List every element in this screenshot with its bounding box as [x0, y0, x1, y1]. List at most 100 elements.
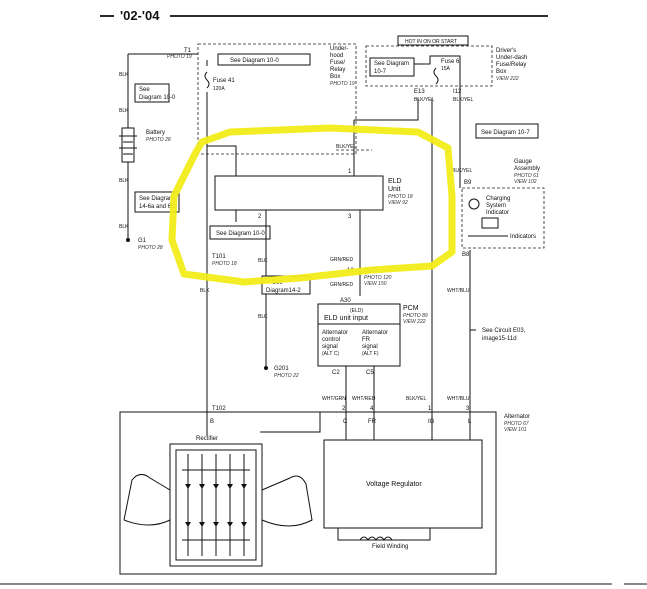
wire-blk-5: BLK [200, 288, 210, 294]
eld-name-2: Unit [388, 186, 401, 193]
battery-symbol [119, 127, 137, 163]
fuse6-symbol [433, 67, 439, 85]
svg-text:Fuse/: Fuse/ [330, 60, 345, 66]
alt-term-ig: IG [428, 419, 435, 425]
t1-label: T1 [184, 48, 192, 54]
hot-label-box [397, 35, 469, 46]
svg-text:PHOTO 61: PHOTO 61 [514, 173, 539, 179]
battery-photo: PHOTO 28 [146, 137, 171, 143]
wire-grnred-1: GRN/RED [330, 257, 353, 263]
stator-coil-left [123, 474, 171, 521]
wire-gauge-label: BLK/YEL [452, 168, 473, 174]
svg-text:Box: Box [330, 74, 340, 80]
voltage-regulator-label: Voltage Regulator [366, 481, 422, 488]
a30-pin: A30 [340, 298, 351, 304]
eld-unit [214, 175, 384, 211]
svg-text:VIEW 101: VIEW 101 [504, 427, 527, 433]
eld-pin-3: 3 [348, 214, 352, 220]
left-ref-line1: See [139, 87, 150, 93]
svg-text:Driver's: Driver's [496, 48, 516, 54]
batt-ref-line1: See Diagram [139, 196, 174, 202]
wire-e13 [354, 98, 419, 121]
svg-text:VIEW 222: VIEW 222 [496, 76, 519, 82]
g1-ground [126, 238, 130, 242]
svg-text:(ALT F): (ALT F) [362, 351, 379, 357]
t1-photo: PHOTO 19 [167, 54, 192, 60]
c203-view: VIEW 150 [364, 281, 387, 287]
fuse6-ref-line1: See Diagram [374, 61, 409, 67]
batt-ref-line2: 14-6a and 6b [139, 204, 175, 210]
circuit-ref-line2: image15-11d [482, 336, 517, 342]
svg-text:Alternator: Alternator [504, 414, 530, 420]
svg-text:Under-dash: Under-dash [496, 55, 527, 61]
see-diagram-10-7-right[interactable] [475, 123, 539, 139]
circuit-ref-line1: See Circuit E03, [482, 328, 526, 334]
e13-label: E13 [414, 89, 425, 95]
wire-whtgrn-label: WHT/GRN [322, 396, 346, 402]
eld-view: VIEW 92 [388, 200, 408, 206]
alt-term-b: B [210, 419, 214, 425]
alt-pin-2: 2 [342, 406, 346, 412]
eld-pin-1: 1 [348, 169, 352, 175]
battery-icon [481, 217, 499, 229]
pcm-view: VIEW 222 [403, 319, 426, 325]
eld-photo: PHOTO 18 [388, 194, 413, 200]
eld-name-1: ELD [388, 178, 402, 185]
wire-blkyel-eld: BLK/YEL [336, 144, 357, 150]
indicators-label: Indicators [510, 234, 536, 240]
svg-text:Indicator: Indicator [486, 210, 509, 216]
stator-coil-left-b [123, 519, 171, 526]
underhood-box-label: Under- hood Fuse/ Relay Box PHOTO 19 [330, 46, 355, 87]
eld-ref: See Diagram 10-0 [216, 231, 265, 237]
svg-text:control: control [322, 337, 340, 343]
svg-text:Charging: Charging [486, 196, 510, 202]
gauge-pin-b8: B8 [462, 252, 470, 258]
svg-text:(ALT C): (ALT C) [322, 351, 339, 357]
fuse6-ref-line2: 10-7 [374, 69, 387, 75]
field-winding-symbol [359, 536, 393, 541]
svg-text:Box: Box [496, 69, 506, 75]
rectifier-label: Rectifier [196, 436, 218, 442]
see-diagram-10-0-top[interactable] [217, 53, 311, 66]
g1-photo: PHOTO 28 [138, 245, 163, 251]
see-diagram-10-0-eld[interactable] [209, 225, 271, 240]
alt-pin-3: 3 [466, 406, 470, 412]
svg-text:VIEW 102: VIEW 102 [514, 179, 537, 185]
header-title: '02-'04 [120, 8, 160, 23]
hot-label: HOT IN ON OR START [405, 39, 457, 45]
wire-whtblu-1: WHT/BLU [447, 288, 470, 294]
svg-text:PHOTO 67: PHOTO 67 [504, 421, 529, 427]
fuse41-rating: 120A [213, 86, 225, 92]
pcm-box [317, 303, 401, 367]
gauge-assembly-label: Gauge Assembly PHOTO 61 VIEW 102 [514, 159, 540, 185]
drivers-fuse-box [365, 45, 493, 87]
fuse6-rating: 15A [441, 66, 451, 72]
alternator-label: Alternator PHOTO 67 VIEW 101 [504, 414, 530, 433]
pcm-pin-c5: C5 [366, 370, 374, 376]
pcm-alt-control: Alternator control signal (ALT C) [322, 330, 348, 357]
charging-indicator-label: Charging System Indicator [486, 196, 510, 216]
right-ref: See Diagram 10-7 [481, 130, 530, 136]
field-winding-label: Field Winding [372, 544, 408, 550]
see-diagram-10-0-left[interactable] [134, 83, 170, 103]
see-diagram-10-7-fuse6[interactable] [369, 57, 415, 77]
wire-i12-blkyel: BLK/YEL [453, 97, 474, 103]
see-diagram-14-6[interactable] [134, 191, 180, 213]
g201-name: G201 [274, 366, 289, 372]
alt-pin-4: 4 [370, 406, 374, 412]
rectifier-diodes [182, 454, 250, 556]
wire-blk-6: BLK [258, 258, 268, 264]
wire-grnred-2: GRN/RED [330, 282, 353, 288]
left-ref-line2: Diagram 10-0 [139, 95, 176, 101]
t101-photo: PHOTO 18 [212, 261, 237, 267]
pcm-sub: (ELD) [350, 308, 363, 314]
pcm-alt-fr: Alternator FR signal (ALT F) [362, 330, 388, 357]
svg-text:Fuse/Relay: Fuse/Relay [496, 62, 526, 68]
svg-text:signal: signal [322, 344, 338, 350]
wire-blk-4: BLK [119, 224, 129, 230]
alt-term-fr: FR [368, 419, 377, 425]
underhood-fuse-box [197, 43, 357, 155]
t102-label: T102 [212, 406, 226, 412]
drivers-box-label: Driver's Under-dash Fuse/Relay Box VIEW … [496, 48, 527, 82]
